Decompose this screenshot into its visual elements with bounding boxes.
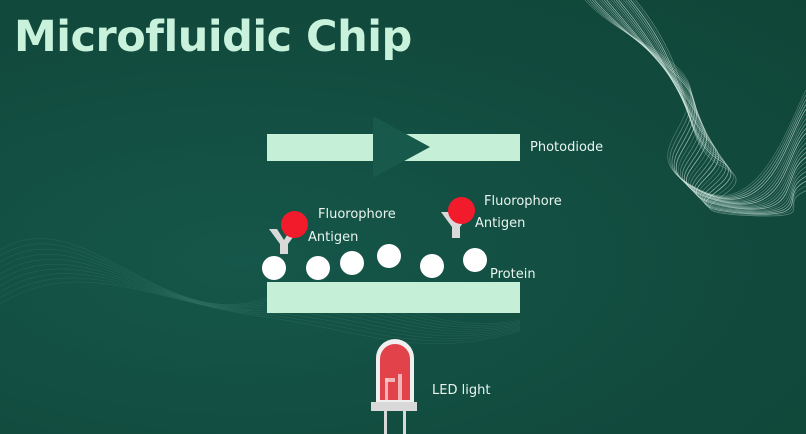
protein-dot [463, 248, 487, 272]
wave-line [623, 0, 806, 212]
wave-line [584, 0, 806, 196]
fluorophore-dot-right [448, 197, 475, 224]
photodiode-plate [267, 134, 520, 161]
fluorophore-label-left: Fluorophore [318, 207, 396, 222]
wave-line [618, 0, 806, 210]
antigen-label-right: Antigen [475, 216, 526, 231]
antigen-label-left: Antigen [308, 230, 359, 245]
wave-line [627, 0, 806, 214]
protein-dot [306, 256, 330, 280]
wave-line-faint [0, 277, 521, 342]
led-label: LED light [432, 383, 491, 398]
wave-line-faint [0, 268, 521, 337]
wave-line-faint [0, 281, 521, 345]
wave-line-faint [0, 238, 521, 324]
wave-line [630, 0, 806, 215]
protein-dot [262, 256, 286, 280]
slide-title: Microfluidic Chip [14, 12, 412, 62]
protein-dot [377, 244, 401, 268]
wave-line-faint [0, 253, 521, 330]
wave-line [625, 0, 806, 213]
fluorophore-dot-left [281, 211, 308, 238]
fluorophore-label-right: Fluorophore [484, 194, 562, 209]
chip-base-plate [267, 282, 520, 313]
protein-dot [420, 254, 444, 278]
wave-line [632, 0, 806, 216]
wave-line [587, 0, 806, 197]
protein-dot [340, 251, 364, 275]
wave-line-faint [0, 248, 521, 328]
wave-line-faint [0, 258, 521, 332]
wave-line [635, 0, 806, 217]
photodiode-label: Photodiode [530, 140, 604, 155]
wave-line [620, 0, 806, 211]
wave-line-faint [0, 263, 521, 334]
wave-line-faint [0, 243, 521, 326]
wave-line-faint [0, 273, 521, 339]
protein-label: Protein [490, 267, 536, 282]
